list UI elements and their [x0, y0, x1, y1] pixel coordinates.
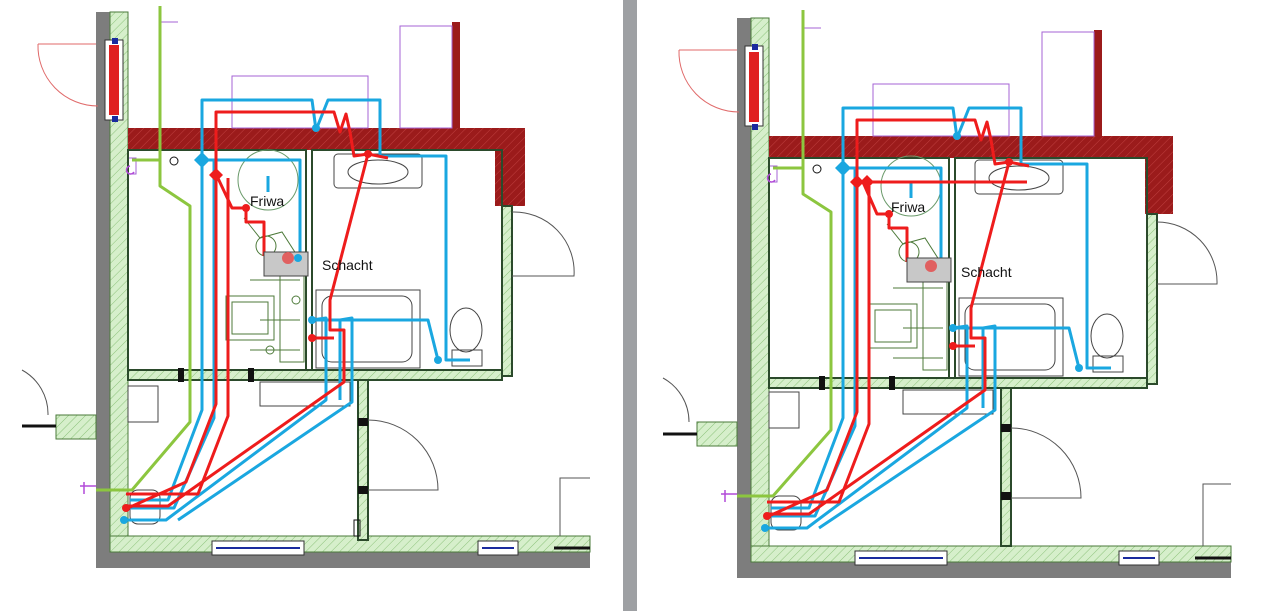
- floor-plan-panel-right: Friwa Schacht: [637, 0, 1280, 611]
- floor-plan-right: Friwa Schacht: [662, 10, 1232, 578]
- wall-markers: [178, 368, 368, 537]
- floor-plan-panel-left: Friwa Schacht: [0, 0, 623, 611]
- doors: [662, 221, 1231, 546]
- valve-icon: [169, 156, 179, 166]
- floor-plan-left: Friwa Schacht: [21, 6, 591, 568]
- heating-equipment: [868, 223, 948, 371]
- tap-icons: [80, 165, 135, 494]
- interior-walls: [768, 157, 1158, 547]
- heating-equipment: [225, 217, 305, 363]
- outer-walls: [663, 17, 1232, 578]
- shaft: [906, 257, 952, 283]
- schacht-label: Schacht: [322, 257, 373, 273]
- hot-water-junctions: [763, 158, 1013, 520]
- hot-water-pipes: [126, 110, 389, 510]
- green-pipe: [96, 6, 192, 492]
- door-swing-top: [37, 43, 99, 107]
- bearing-wall: [128, 22, 525, 206]
- valve-icon: [812, 164, 822, 174]
- friwa-label: Friwa: [891, 199, 925, 215]
- hot-water-junctions: [122, 150, 372, 512]
- schacht-label: Schacht: [961, 264, 1012, 280]
- shaft: [263, 251, 309, 277]
- wall-markers: [819, 376, 1011, 500]
- cold-water-junctions: [120, 124, 442, 524]
- hot-water-pipes: [767, 118, 1030, 518]
- outer-walls: [22, 11, 591, 568]
- friwa-label: Friwa: [250, 193, 284, 209]
- tap-icons: [721, 173, 776, 502]
- door-swing-top: [678, 49, 740, 113]
- fixtures: [768, 155, 1124, 531]
- doors: [21, 211, 590, 536]
- bearing-wall: [769, 30, 1173, 214]
- cold-water-junctions: [761, 132, 1083, 532]
- panel-divider: [623, 0, 637, 611]
- green-pipe: [737, 10, 833, 498]
